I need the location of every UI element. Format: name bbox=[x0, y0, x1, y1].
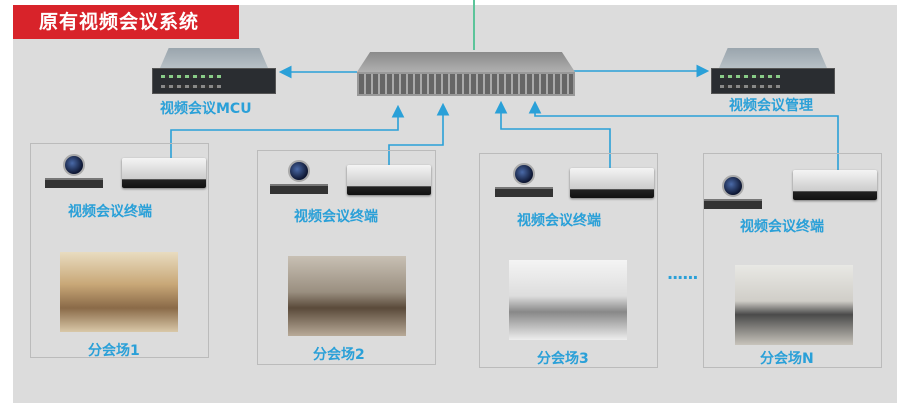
terminal-label: 视频会议终端 bbox=[68, 204, 152, 220]
ellipsis: ...... bbox=[667, 264, 698, 283]
site-name: 分会场1 bbox=[88, 343, 140, 359]
link-site2 bbox=[388, 102, 450, 165]
network-switch bbox=[357, 52, 575, 96]
site-box-2 bbox=[257, 150, 436, 365]
camera-icon bbox=[495, 163, 553, 197]
terminal-device bbox=[347, 165, 431, 195]
terminal-device bbox=[570, 168, 654, 198]
terminal-label: 视频会议终端 bbox=[517, 213, 601, 229]
diagram-title: 原有视频会议系统 bbox=[13, 5, 239, 39]
site-name: 分会场2 bbox=[313, 347, 365, 363]
site-box-3 bbox=[479, 153, 658, 368]
mcu-server bbox=[152, 48, 276, 94]
link-site3 bbox=[494, 100, 611, 168]
camera-icon bbox=[45, 154, 103, 188]
meeting-room-photo bbox=[288, 256, 406, 336]
terminal-label: 视频会议终端 bbox=[294, 209, 378, 225]
meeting-room-photo bbox=[60, 252, 178, 332]
meeting-room-photo bbox=[509, 260, 627, 340]
terminal-label: 视频会议终端 bbox=[740, 219, 824, 235]
site-name: 分会场3 bbox=[537, 351, 589, 367]
site-name: 分会场N bbox=[760, 351, 814, 367]
site-box-1 bbox=[30, 143, 209, 358]
link-site1 bbox=[170, 104, 405, 158]
terminal-device bbox=[793, 170, 877, 200]
mcu-label: 视频会议MCU bbox=[160, 101, 252, 117]
site-box-n bbox=[703, 153, 882, 368]
terminal-device bbox=[122, 158, 206, 188]
camera-icon bbox=[270, 160, 328, 194]
meeting-room-photo bbox=[735, 265, 853, 345]
manager-label: 视频会议管理 bbox=[729, 98, 813, 114]
camera-icon bbox=[704, 175, 762, 209]
link-siteN bbox=[528, 100, 839, 170]
manager-server bbox=[711, 48, 835, 94]
